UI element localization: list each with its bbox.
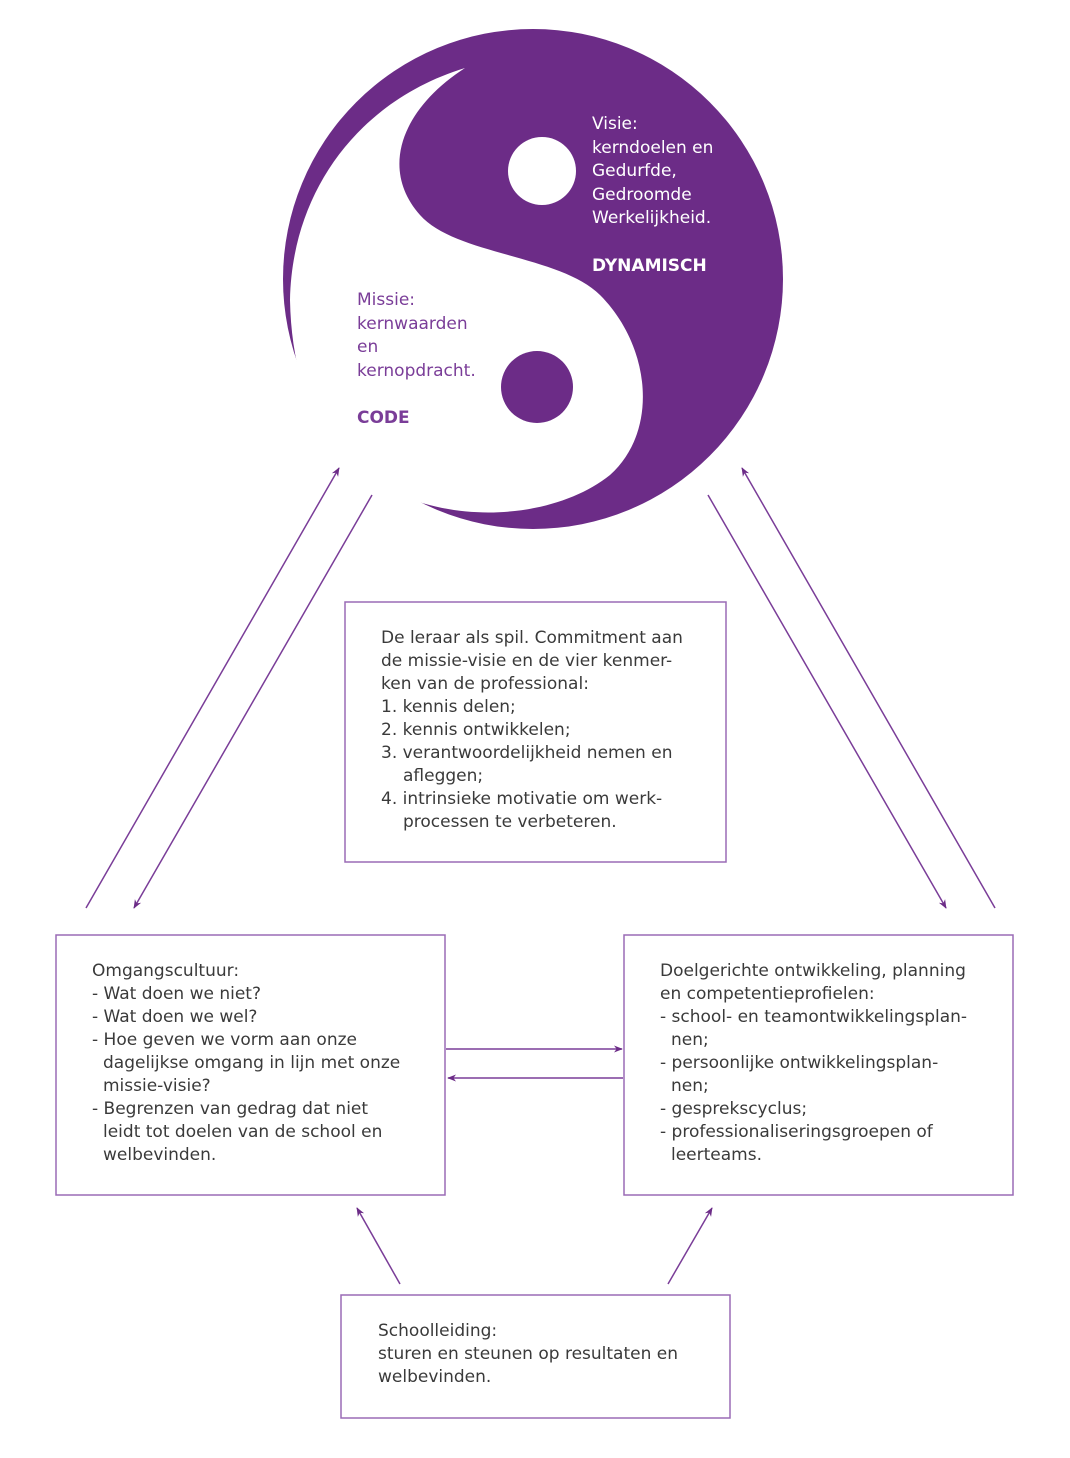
box-line: ken van de professional: (381, 674, 589, 694)
box-line: afleggen; (403, 766, 484, 786)
box-schoolleiding-frame (340, 1294, 731, 1419)
yin-yang-symbol (283, 29, 783, 529)
box-line: - Hoe geven we vorm aan onze (92, 1030, 357, 1050)
box-line: Omgangscultuur: (92, 961, 240, 981)
box-line: 3. verantwoordelijkheid nemen en (381, 743, 673, 763)
missie-line: en (357, 337, 379, 357)
visie-line: Werkelijkheid. (592, 208, 712, 228)
arrow-yinyang-to-doelgericht (707, 494, 947, 909)
box-line: - Wat doen we wel? (92, 1007, 258, 1027)
box-line: 4. intrinsieke motivatie om werk- (381, 789, 663, 809)
visie-label: Visie: kerndoelen en Gedurfde, Gedroomde… (592, 113, 713, 278)
box-line: 1. kennis delen; (381, 697, 516, 717)
box-line: Doelgerichte ontwikkeling, planning (660, 961, 966, 981)
box-doelgericht: Doelgerichte ontwikkeling, planning en c… (660, 960, 967, 1167)
visie-line: kerndoelen en (592, 137, 714, 158)
code-tag: CODE (357, 408, 410, 428)
missie-line: kernwaarden (357, 313, 468, 334)
box-line: - school- en teamontwikkelingsplan- (660, 1007, 968, 1027)
box-leraar-frame (344, 601, 727, 863)
missie-line: kernopdracht. (357, 360, 476, 381)
box-line: welbevinden. (378, 1367, 492, 1387)
missie-label: Missie: kernwaarden en kernopdracht. COD… (357, 289, 476, 431)
box-line: - Wat doen we niet? (92, 984, 261, 1004)
box-line: - Begrenzen van gedrag dat niet (92, 1099, 369, 1119)
visie-line: Gedroomde (592, 184, 692, 205)
box-line: leidt tot doelen van de school en (103, 1122, 383, 1142)
dynamisch-tag: DYNAMISCH (592, 255, 707, 276)
arrow-schoolleiding-to-doelgericht (667, 1207, 713, 1285)
box-line: missie-visie? (103, 1076, 211, 1096)
arrow-schoolleiding-to-omgang (356, 1207, 401, 1285)
box-line: nen; (671, 1030, 709, 1050)
visie-line: Gedurfde, (592, 161, 677, 181)
box-line: - professionaliseringsgroepen of (660, 1122, 933, 1142)
missie-line: Missie: (357, 290, 416, 310)
box-line: nen; (671, 1076, 709, 1096)
box-omgangscultuur: Omgangscultuur: - Wat doen we niet? - Wa… (92, 960, 400, 1167)
box-leraar: De leraar als spil. Commitment aan de mi… (381, 627, 683, 834)
box-line: leerteams. (671, 1145, 762, 1165)
box-line: Schoolleiding: (378, 1321, 498, 1341)
arrow-omgang-to-yinyang (85, 467, 340, 909)
box-line: welbevinden. (103, 1145, 217, 1165)
box-line: dagelijkse omgang in lijn met onze (103, 1053, 401, 1073)
box-doelgericht-frame (623, 934, 1014, 1196)
arrow-yinyang-to-omgang (133, 494, 373, 909)
box-line: de missie-visie en de vier kenmer- (381, 651, 673, 671)
visie-line: Visie: (592, 114, 638, 134)
arrow-doelgericht-to-yinyang (741, 467, 996, 909)
box-line: en competentieprofielen: (660, 984, 875, 1004)
box-line: - gesprekscyclus; (660, 1099, 808, 1119)
yin-yang-bottom-dot (501, 351, 573, 423)
box-schoolleiding: Schoolleiding: sturen en steunen op resu… (378, 1320, 678, 1389)
box-line: sturen en steunen op resultaten en (378, 1344, 678, 1364)
box-line: 2. kennis ontwikkelen; (381, 720, 571, 740)
box-omgangscultuur-frame (55, 934, 446, 1196)
box-line: - persoonlijke ontwikkelingsplan- (660, 1053, 939, 1073)
yin-yang-top-dot (508, 137, 576, 205)
box-line: De leraar als spil. Commitment aan (381, 628, 683, 648)
box-line: processen te verbeteren. (403, 812, 617, 832)
